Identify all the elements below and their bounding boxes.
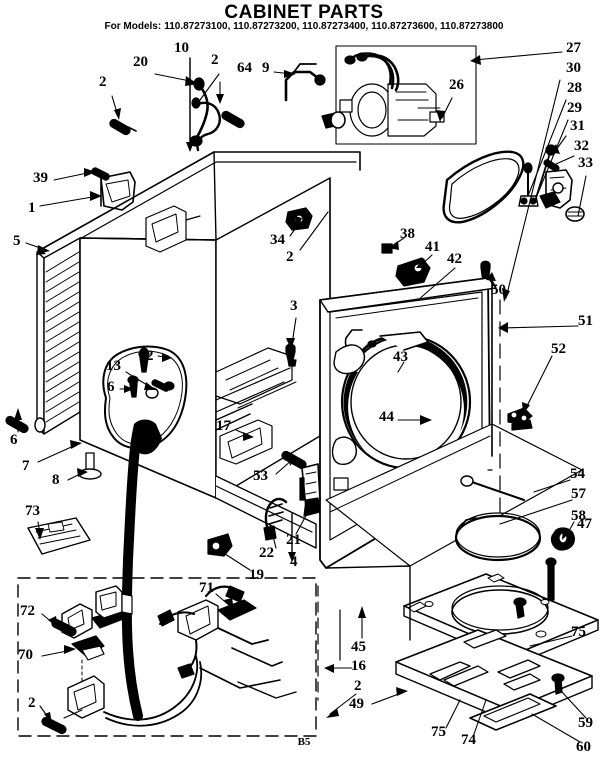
callout-64[interactable]: 64 [237, 60, 252, 76]
part-pulley-26b [321, 111, 346, 129]
callout-42[interactable]: 42 [447, 251, 462, 267]
callout-2-hose[interactable]: 2 [211, 52, 219, 68]
callout-19[interactable]: 19 [249, 567, 264, 583]
callout-38[interactable]: 38 [400, 226, 415, 242]
callout-5[interactable]: 5 [13, 233, 21, 249]
callout-41[interactable]: 41 [425, 239, 440, 255]
part-hose-2b [191, 97, 221, 152]
callout-7[interactable]: 7 [22, 458, 30, 474]
callout-30[interactable]: 30 [566, 60, 581, 76]
callout-75-upper[interactable]: 75 [571, 624, 586, 640]
callout-27[interactable]: 27 [566, 40, 581, 56]
part-screw-39 [91, 167, 110, 181]
callout-39[interactable]: 39 [33, 170, 48, 186]
callout-1[interactable]: 1 [28, 200, 36, 216]
part-screws-panel [127, 347, 175, 399]
part-screw-2-top [109, 118, 137, 136]
callout-51[interactable]: 51 [578, 313, 593, 329]
callout-2-panel[interactable]: 2 [146, 348, 154, 364]
model-list: For Models:110.87273100, 110.87273200, 1… [0, 21, 608, 32]
callout-22[interactable]: 22 [259, 545, 274, 561]
callout-17[interactable]: 17 [216, 418, 231, 434]
part-rod-54 [460, 475, 525, 501]
cabinet-right-edge [487, 277, 501, 561]
callout-2-harness[interactable]: 2 [28, 695, 36, 711]
part-bracket-2-bottom [41, 655, 203, 735]
callout-54[interactable]: 54 [570, 466, 585, 482]
callout-21[interactable]: 21 [286, 532, 301, 548]
callout-59[interactable]: 59 [578, 715, 593, 731]
part-motor-26 [339, 52, 445, 137]
part-screw-38 [381, 243, 393, 254]
callout-60[interactable]: 60 [576, 739, 591, 755]
callout-2-base[interactable]: 2 [354, 678, 362, 694]
callout-49[interactable]: 49 [349, 696, 364, 712]
callout-71[interactable]: 71 [199, 580, 214, 596]
callout-28[interactable]: 28 [567, 80, 582, 96]
callout-45[interactable]: 45 [351, 639, 366, 655]
part-clip-64 [221, 110, 245, 129]
leader-lines [14, 51, 587, 743]
callout-4[interactable]: 4 [290, 554, 298, 570]
callout-34[interactable]: 34 [270, 232, 285, 248]
callout-52[interactable]: 52 [551, 341, 566, 357]
callout-73[interactable]: 73 [25, 503, 40, 519]
callout-70[interactable]: 70 [18, 647, 33, 663]
callout-75-lower[interactable]: 75 [431, 724, 446, 740]
part-screws-75 [513, 557, 565, 695]
part-strip-60 [469, 693, 557, 731]
callout-3[interactable]: 3 [290, 298, 298, 314]
callout-58[interactable]: 58 [571, 508, 586, 524]
part-switch-72 [51, 585, 133, 639]
callout-29[interactable]: 29 [567, 100, 582, 116]
callout-31[interactable]: 31 [570, 118, 585, 134]
part-screw-6-left [5, 415, 29, 434]
callout-10[interactable]: 10 [174, 40, 189, 56]
callout-9[interactable]: 9 [262, 60, 270, 76]
part-latch-70 [71, 635, 105, 687]
callout-43[interactable]: 43 [393, 349, 408, 365]
part-label-73 [27, 517, 91, 555]
callout-6-panel[interactable]: 6 [107, 379, 115, 395]
part-screw-3 [285, 343, 297, 367]
front-panel-51 [319, 277, 583, 569]
part-harness-71 [157, 585, 297, 699]
part-bracket-1 [100, 171, 136, 211]
cabinet-bottom-front [317, 565, 411, 701]
part-bracket-9 [284, 63, 326, 102]
callout-20[interactable]: 20 [133, 54, 148, 70]
callout-2-rail[interactable]: 2 [286, 249, 294, 265]
part-leveling-foot-8 [78, 452, 102, 480]
part-ring-57 [454, 512, 542, 562]
model-numbers: 110.87273100, 110.87273200, 110.87273400… [164, 21, 504, 32]
callout-50[interactable]: 50 [491, 282, 506, 298]
callout-26[interactable]: 26 [449, 77, 464, 93]
callout-57[interactable]: 57 [571, 486, 586, 502]
callout-33[interactable]: 33 [578, 155, 593, 171]
part-hardware-52 [507, 407, 533, 431]
callout-16[interactable]: 16 [351, 658, 366, 674]
callout-53[interactable]: 53 [253, 468, 268, 484]
part-hinge-21 [299, 463, 321, 517]
part-clip-19 [207, 533, 233, 557]
callout-13[interactable]: 13 [106, 358, 121, 374]
callout-32[interactable]: 32 [574, 138, 589, 154]
motor-inset-box [335, 45, 477, 145]
callout-8[interactable]: 8 [52, 472, 60, 488]
callout-2[interactable]: 2 [99, 74, 107, 90]
callout-72[interactable]: 72 [20, 603, 35, 619]
callout-47[interactable]: 47 [577, 516, 592, 532]
page-title: CABINET PARTS [224, 2, 384, 23]
callout-6-left[interactable]: 6 [10, 432, 18, 448]
part-idler-28 [518, 162, 539, 207]
part-belt-30 [442, 150, 525, 224]
page-marker: B5 [297, 736, 311, 748]
callout-44[interactable]: 44 [379, 409, 394, 425]
callout-74[interactable]: 74 [461, 732, 476, 748]
part-bracket-32-33 [539, 159, 585, 222]
part-rod-4 [288, 513, 296, 562]
model-list-label: For Models: [104, 21, 162, 32]
